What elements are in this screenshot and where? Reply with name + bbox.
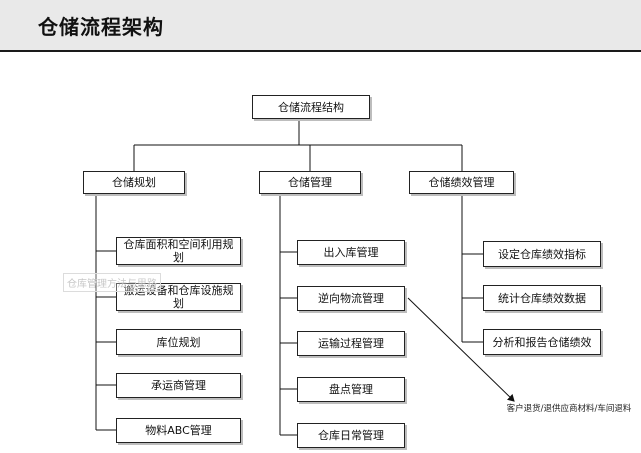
child-node-management-1: 出入库管理 [297,240,405,265]
child-node-planning-1: 仓库面积和空间利用规划 [116,237,241,265]
page-header: 仓储流程架构 [0,0,641,52]
child-node-performance-2: 统计仓库绩效数据 [483,285,601,311]
watermark: 仓库管理方法与思路 [63,273,161,292]
child-node-performance-3: 分析和报告仓储绩效 [483,329,601,355]
child-node-management-2: 逆向物流管理 [297,286,405,311]
branch-node-management: 仓储管理 [259,171,361,194]
child-node-management-4: 盘点管理 [297,377,405,402]
child-node-planning-3: 库位规划 [116,329,241,355]
branch-node-planning: 仓储规划 [83,171,185,194]
child-node-planning-5: 物料ABC管理 [116,418,241,443]
child-node-planning-2: 搬运设备和仓库设施规划 [116,283,241,311]
annotation-arrow [407,297,515,402]
page-title: 仓储流程架构 [38,15,164,39]
child-node-planning-4: 承运商管理 [116,373,241,398]
child-node-management-5: 仓库日常管理 [297,423,405,448]
arrow-annotation: 客户退货/退供应商材料/车间退料 [506,404,632,414]
branch-node-performance: 仓储绩效管理 [409,171,514,194]
child-node-performance-1: 设定仓库绩效指标 [483,241,601,267]
child-node-management-3: 运输过程管理 [297,331,405,356]
root-node: 仓储流程结构 [252,95,370,119]
